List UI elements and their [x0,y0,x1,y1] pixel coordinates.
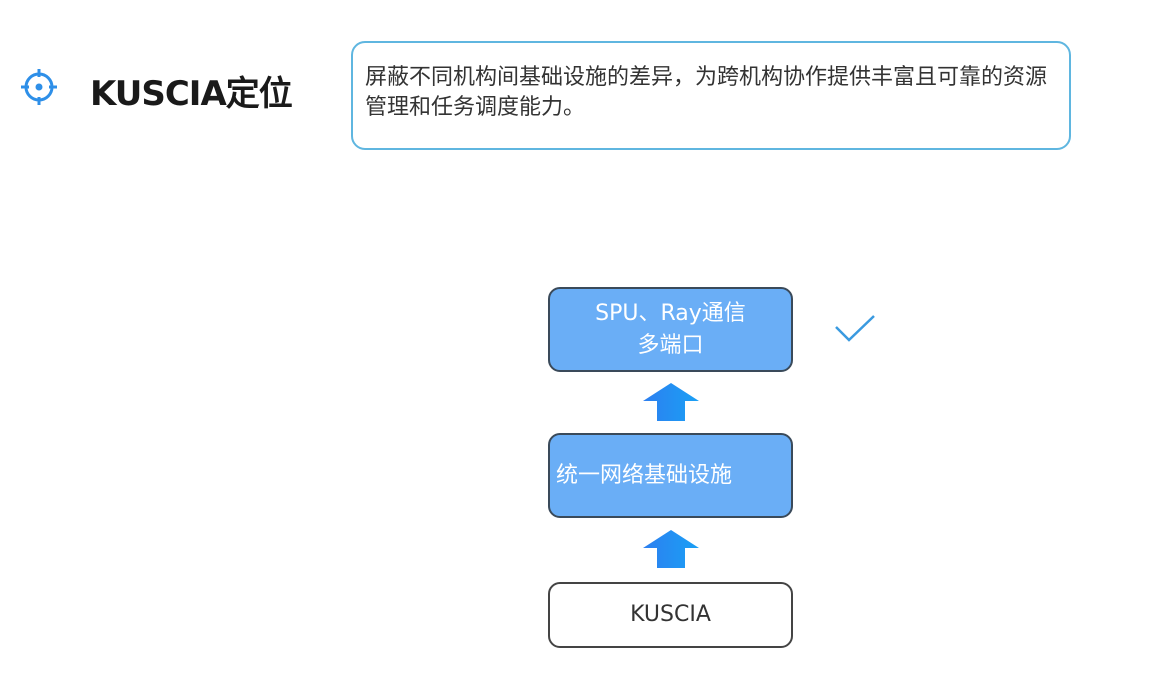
spu-ray-box: SPU、Ray通信 多端口 [548,287,793,372]
description-callout: 屏蔽不同机构间基础设施的差异，为跨机构协作提供丰富且可靠的资源管理和任务调度能力… [351,41,1071,150]
unified-network-box: 统一网络基础设施 [548,433,793,518]
up-arrow-icon [643,383,699,421]
kuscia-box: KUSCIA [548,582,793,648]
target-icon [21,69,57,105]
page-title: KUSCIA定位 [90,74,293,114]
check-icon [835,315,875,342]
box-line2: 多端口 [637,332,704,358]
up-arrow-icon [643,530,699,568]
box-line1: SPU、Ray通信 [595,300,746,326]
